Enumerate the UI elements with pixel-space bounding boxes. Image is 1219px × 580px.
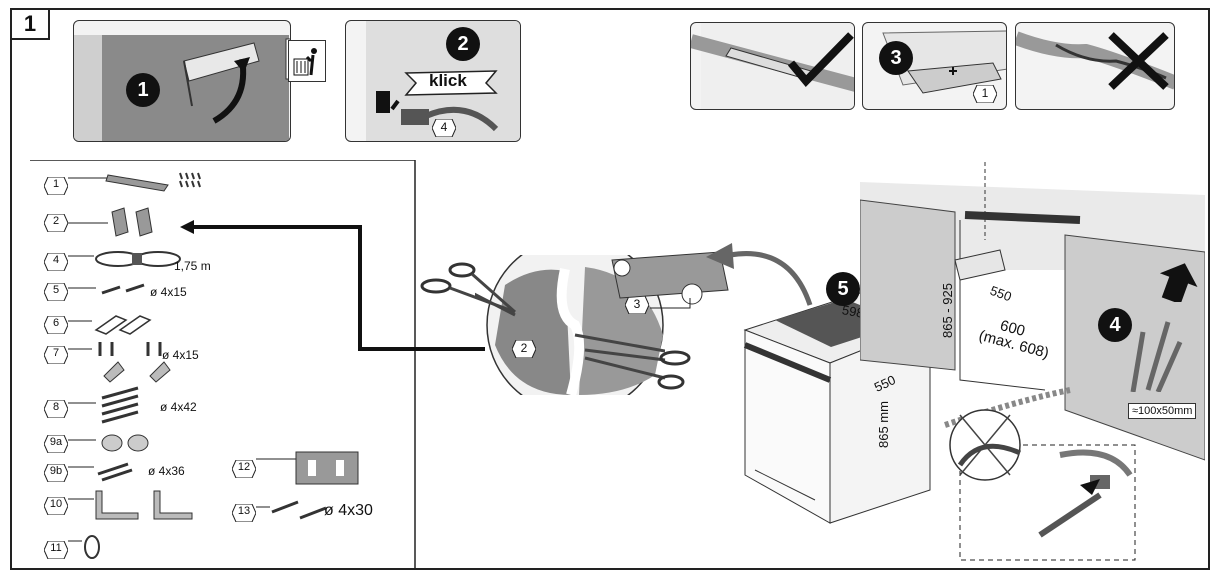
part-10-number: 10 — [49, 498, 63, 510]
part-9b: 9b ø 4x36 — [44, 462, 244, 486]
strip-mount-illustration — [882, 30, 1006, 94]
part-12-number: 12 — [237, 461, 251, 473]
step-badge-1: 1 — [126, 73, 160, 107]
part-8-spec: ø 4x42 — [160, 400, 197, 414]
scissors-right-icon — [584, 348, 691, 390]
part-11: 11 — [44, 535, 244, 563]
figure-frame — [10, 8, 1210, 570]
dim-niche-height: 865 - 925 — [940, 283, 955, 338]
step-badge-3: 3 — [879, 41, 913, 75]
panel-power: 2 klick 4 — [345, 20, 521, 142]
panel-strip-mount: 3 1 — [862, 22, 1007, 110]
part-5-number: 5 — [52, 284, 60, 296]
part-12: 12 — [232, 451, 432, 485]
step-badge-4: 4 — [1098, 308, 1132, 342]
step-badge-5: 5 — [826, 272, 860, 306]
cable-ref-badge: 4 — [431, 118, 457, 138]
cut-ref-2: 2 — [511, 339, 537, 359]
part-1-number: 1 — [52, 178, 60, 190]
part-2: 2 — [44, 207, 244, 237]
part-1: 1 — [44, 172, 244, 199]
part-9b-spec: ø 4x36 — [148, 464, 185, 478]
part-7: 7 ø 4x15 — [44, 342, 274, 383]
trash-icon — [288, 40, 326, 82]
cut-ref-3-label: 3 — [633, 297, 641, 311]
cut-sheet — [611, 251, 729, 309]
callout-arrow — [180, 220, 485, 351]
drill-tools — [1130, 321, 1183, 392]
part-5: 5 ø 4x15 — [44, 283, 274, 305]
strip-ref: 1 — [981, 86, 989, 100]
panel-strip-wrong — [1015, 22, 1175, 110]
part-9b-number: 9b — [49, 465, 63, 477]
part-8-number: 8 — [52, 401, 60, 413]
up-arrow-icon — [1159, 263, 1198, 302]
scissors-left-icon — [420, 262, 516, 314]
strip-ref-badge: 1 — [972, 84, 998, 104]
step-badge-2: 2 — [446, 27, 480, 61]
part-2-number: 2 — [52, 215, 60, 227]
part-10: 10 — [44, 490, 244, 520]
remove-illustration — [74, 35, 290, 141]
part-4-number: 4 — [52, 254, 60, 266]
transfer-arrow — [706, 243, 813, 306]
click-label: klick — [429, 71, 467, 90]
part-6: 6 — [44, 315, 244, 338]
part-8: 8 ø 4x42 — [44, 386, 274, 424]
part-13: 13 ø 4x30 — [232, 500, 452, 526]
part-7-number: 7 — [52, 347, 60, 359]
cable-ref: 4 — [440, 120, 448, 134]
part-7-spec: ø 4x15 — [162, 348, 199, 362]
panel-remove: 1 — [73, 20, 291, 142]
part-6-number: 6 — [52, 317, 60, 329]
part-4: 4 1,75 m — [44, 251, 274, 275]
part-4-spec: 1,75 m — [174, 259, 211, 273]
figure-number: 1 — [10, 8, 50, 40]
part-13-number: 13 — [237, 505, 251, 517]
part-11-number: 11 — [50, 542, 62, 554]
part-5-spec: ø 4x15 — [150, 285, 187, 299]
part-9a: 9a — [44, 434, 244, 457]
connection-detail — [949, 409, 1136, 561]
strip-wrong-illustration — [1016, 31, 1174, 90]
strip-correct-illustration — [691, 23, 854, 109]
dim-opening: ≈100x50mm — [1128, 403, 1197, 419]
part-13-spec: ø 4x30 — [324, 502, 373, 519]
panel-strip-correct — [690, 22, 855, 110]
parts-list-frame — [30, 160, 416, 570]
part-9a-number: 9a — [49, 436, 63, 448]
cut-ref-2-label: 2 — [520, 341, 528, 355]
